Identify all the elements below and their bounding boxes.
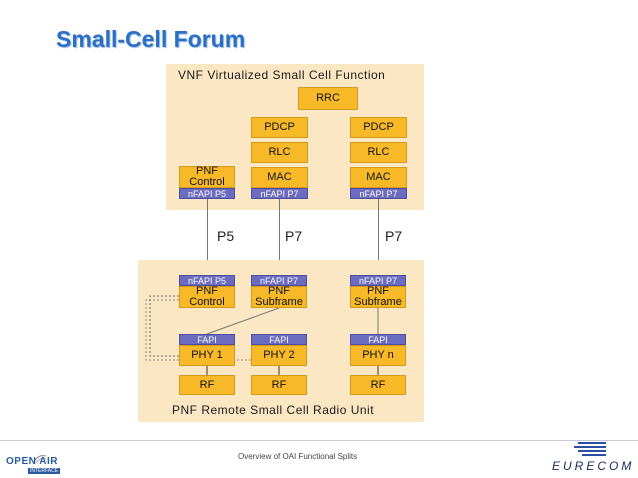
phy-box-2: PHY 2 xyxy=(251,345,307,366)
vnf-nfapi-p7-bar-1: nFAPI P7 xyxy=(251,188,308,199)
rlc-box-1: RLC xyxy=(251,142,308,163)
openair-logo-line2: INTERFACE xyxy=(28,468,61,474)
vnf-nfapi-p5-bar: nFAPI P5 xyxy=(179,188,235,199)
pnf-panel-label: PNF Remote Small Cell Radio Unit xyxy=(172,403,375,417)
p7-line-1 xyxy=(279,199,280,274)
vnf-pnf-control-line1: PNF xyxy=(196,165,218,177)
pnf-subframe-2-line2: Subframe xyxy=(354,296,402,308)
pnf-nfapi-p5-bar: nFAPI P5 xyxy=(179,275,235,286)
footer-divider xyxy=(0,440,638,441)
vnf-pnf-control-line2: Control xyxy=(189,176,225,188)
openair-logo-line1: OPEN AIR xyxy=(6,456,58,467)
p7-label-1: P7 xyxy=(285,228,303,244)
p5-line xyxy=(207,199,208,274)
pdcp-box-1: PDCP xyxy=(251,117,308,138)
p5-label: P5 xyxy=(217,228,235,244)
mac-box-2: MAC xyxy=(350,167,407,188)
p7-label-2: P7 xyxy=(385,228,403,244)
openair-logo-icon xyxy=(33,455,47,464)
footer-caption: Overview of OAI Functional Splits xyxy=(238,452,358,461)
rlc-box-2: RLC xyxy=(350,142,407,163)
pnf-subframe-2-line1: PNF xyxy=(367,285,389,297)
pnf-subframe-1-line2: Subframe xyxy=(255,296,303,308)
pnf-subframe-1-line1: PNF xyxy=(268,285,290,297)
vnf-pnf-control-box: PNF Control xyxy=(179,166,235,188)
pnf-nfapi-p7-bar-1: nFAPI P7 xyxy=(251,275,307,286)
vnf-nfapi-p7-bar-2: nFAPI P7 xyxy=(350,188,407,199)
fapi-bar-1: FAPI xyxy=(179,334,235,345)
openair-logo: OPEN AIR INTERFACE xyxy=(4,452,66,476)
rf-box-2: RF xyxy=(251,375,307,395)
slide-title: Small-Cell Forum xyxy=(56,26,246,52)
vnf-panel-label: VNF Virtualized Small Cell Function xyxy=(178,68,386,82)
phy-box-n: PHY n xyxy=(350,345,406,366)
pnf-control-box: PNF Control xyxy=(179,286,235,308)
pnf-control-line1: PNF xyxy=(196,285,218,297)
pnf-nfapi-p7-bar-2: nFAPI P7 xyxy=(350,275,406,286)
pnf-subframe-box-2: PNF Subframe xyxy=(350,286,406,308)
fapi-bar-3: FAPI xyxy=(350,334,406,345)
eurecom-logo-text: EURECOM xyxy=(552,459,635,473)
fapi-bar-2: FAPI xyxy=(251,334,307,345)
p7-line-2 xyxy=(378,199,379,274)
rf-box-3: RF xyxy=(350,375,406,395)
phy-box-1: PHY 1 xyxy=(179,345,235,366)
eurecom-logo-icon xyxy=(574,442,606,456)
eurecom-logo: EURECOM xyxy=(540,440,635,476)
rf-box-1: RF xyxy=(179,375,235,395)
pdcp-box-2: PDCP xyxy=(350,117,407,138)
mac-box-1: MAC xyxy=(251,167,308,188)
rrc-box: RRC xyxy=(298,87,358,110)
pnf-control-line2: Control xyxy=(189,296,225,308)
pnf-subframe-box-1: PNF Subframe xyxy=(251,286,307,308)
